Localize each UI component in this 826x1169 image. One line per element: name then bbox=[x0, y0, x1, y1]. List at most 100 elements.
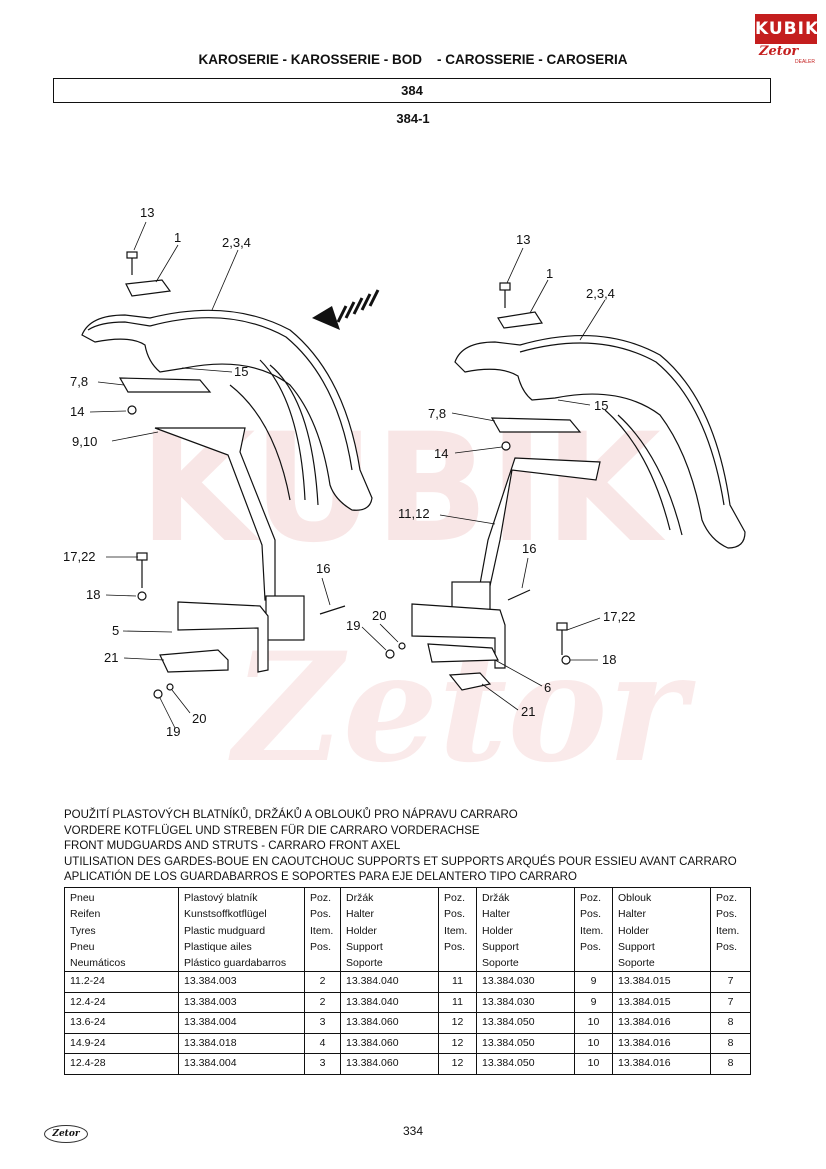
label: 20 bbox=[372, 608, 386, 623]
table-cell: 11 bbox=[438, 971, 477, 993]
table-cell: 8 bbox=[710, 1053, 751, 1075]
page-title: KAROSERIE - KAROSSERIE - BOD - CAROSSERI… bbox=[198, 52, 628, 67]
table-cell: 10 bbox=[574, 1053, 613, 1075]
subsection-number: 384-1 bbox=[396, 111, 430, 126]
label: 7,8 bbox=[428, 406, 446, 421]
right-nut-14 bbox=[501, 441, 511, 451]
description-line: UTILISATION DES GARDES-BOUE EN CAOUTCHOU… bbox=[64, 855, 737, 868]
table-cell: 13.384.016 bbox=[612, 1032, 711, 1055]
left-plate-16 bbox=[265, 595, 305, 641]
watermark: KUBIK Zetor bbox=[139, 402, 697, 790]
table-cell: 13.384.003 bbox=[178, 971, 305, 993]
zetor-footer-logo: Zetor bbox=[44, 1125, 88, 1143]
description-line: POUŽITÍ PLASTOVÝCH BLATNÍKŮ, DRŽÁKŮ A OB… bbox=[64, 809, 518, 821]
description-line: VORDERE KOTFLÜGEL UND STREBEN FÜR DIE CA… bbox=[64, 824, 480, 837]
exploded-parts-diagram: KUBIK Zetor bbox=[63, 205, 746, 790]
label: 1 bbox=[546, 266, 553, 281]
right-part-21-a bbox=[427, 643, 499, 663]
right-washer-20 bbox=[398, 642, 406, 650]
column-header: Poz.Pos.Item.Pos. bbox=[574, 886, 613, 973]
left-assembly bbox=[81, 251, 373, 699]
left-nut-14 bbox=[127, 405, 137, 415]
table-cell: 13.384.050 bbox=[476, 1012, 575, 1034]
right-nut-18 bbox=[561, 655, 571, 665]
table-cell: 4 bbox=[304, 1032, 341, 1055]
table-cell: 13.384.016 bbox=[612, 1053, 711, 1075]
label: 20 bbox=[192, 711, 206, 726]
table-cell: 13.384.004 bbox=[178, 1012, 305, 1034]
direction-arrow bbox=[312, 289, 380, 330]
table-cell: 2 bbox=[304, 991, 341, 1014]
label: 19 bbox=[166, 724, 180, 739]
left-washer-20 bbox=[166, 683, 174, 691]
table-cell: 11 bbox=[438, 991, 477, 1014]
table-cell: 13.384.003 bbox=[178, 991, 305, 1014]
table-cell: 13.384.015 bbox=[612, 971, 711, 993]
right-assembly bbox=[385, 282, 746, 691]
right-bracket-7-8 bbox=[490, 417, 582, 433]
table-cell: 10 bbox=[574, 1012, 613, 1034]
description-line: FRONT MUDGUARDS AND STRUTS - CARRARO FRO… bbox=[64, 840, 401, 852]
table-cell: 3 bbox=[304, 1053, 341, 1075]
table-cell: 12 bbox=[438, 1012, 477, 1034]
section-box: 384 bbox=[53, 78, 771, 103]
table-cell: 11.2-24 bbox=[64, 971, 179, 993]
left-plate-5 bbox=[177, 601, 269, 673]
label: 18 bbox=[86, 587, 100, 602]
page-number: 334 bbox=[402, 1124, 424, 1138]
right-part-21 bbox=[448, 672, 492, 691]
column-header: Poz.Pos.Item.Pos. bbox=[438, 886, 477, 973]
table-cell: 13.384.050 bbox=[476, 1032, 575, 1055]
table-cell: 10 bbox=[574, 1032, 613, 1055]
label: 18 bbox=[602, 652, 616, 667]
table-cell: 9 bbox=[574, 991, 613, 1014]
left-nut-18 bbox=[137, 591, 147, 601]
table-cell: 13.384.040 bbox=[340, 971, 439, 993]
label: 13 bbox=[516, 232, 530, 247]
label: 15 bbox=[594, 398, 608, 413]
left-bolt-16 bbox=[319, 605, 346, 615]
table-cell: 13.384.050 bbox=[476, 1053, 575, 1075]
table-cell: 13.384.040 bbox=[340, 991, 439, 1014]
label: 21 bbox=[104, 650, 118, 665]
table-cell: 9 bbox=[574, 971, 613, 993]
column-header: Poz.Pos.Item.Pos. bbox=[710, 886, 751, 973]
left-labels: 13 1 2,3,4 15 7,8 14 9,10 16 17,22 18 5 … bbox=[63, 205, 330, 739]
logo-brand: KUBIK bbox=[755, 14, 818, 44]
label: 5 bbox=[112, 623, 119, 638]
label: 19 bbox=[346, 618, 360, 633]
label: 14 bbox=[434, 446, 448, 461]
column-header: Poz.Pos.Item.Pos. bbox=[304, 886, 341, 973]
label: 13 bbox=[140, 205, 154, 220]
table-cell: 7 bbox=[710, 991, 751, 1014]
table-cell: 13.384.015 bbox=[612, 991, 711, 1014]
table-cell: 13.384.030 bbox=[476, 991, 575, 1014]
left-bracket-7-8 bbox=[118, 377, 212, 393]
left-mudguard bbox=[81, 309, 373, 511]
right-plate-6 bbox=[411, 603, 506, 669]
kubik-zetor-logo: KUBIK Zetor DEALER bbox=[755, 14, 818, 66]
table-cell: 14.9-24 bbox=[64, 1032, 179, 1055]
table-cell: 12.4-28 bbox=[64, 1053, 179, 1075]
left-part-1 bbox=[125, 279, 172, 297]
table-cell: 3 bbox=[304, 1012, 341, 1034]
description-line: APLICATIÓN DE LOS GUARDABARROS E SOPORTE… bbox=[64, 871, 577, 883]
left-nut-19 bbox=[153, 689, 163, 699]
leader-lines bbox=[89, 221, 606, 729]
logo-tag: DEALER bbox=[795, 59, 816, 65]
table-cell: 12.4-24 bbox=[64, 991, 179, 1014]
label: 7,8 bbox=[70, 374, 88, 389]
label: 11,12 bbox=[398, 506, 430, 521]
